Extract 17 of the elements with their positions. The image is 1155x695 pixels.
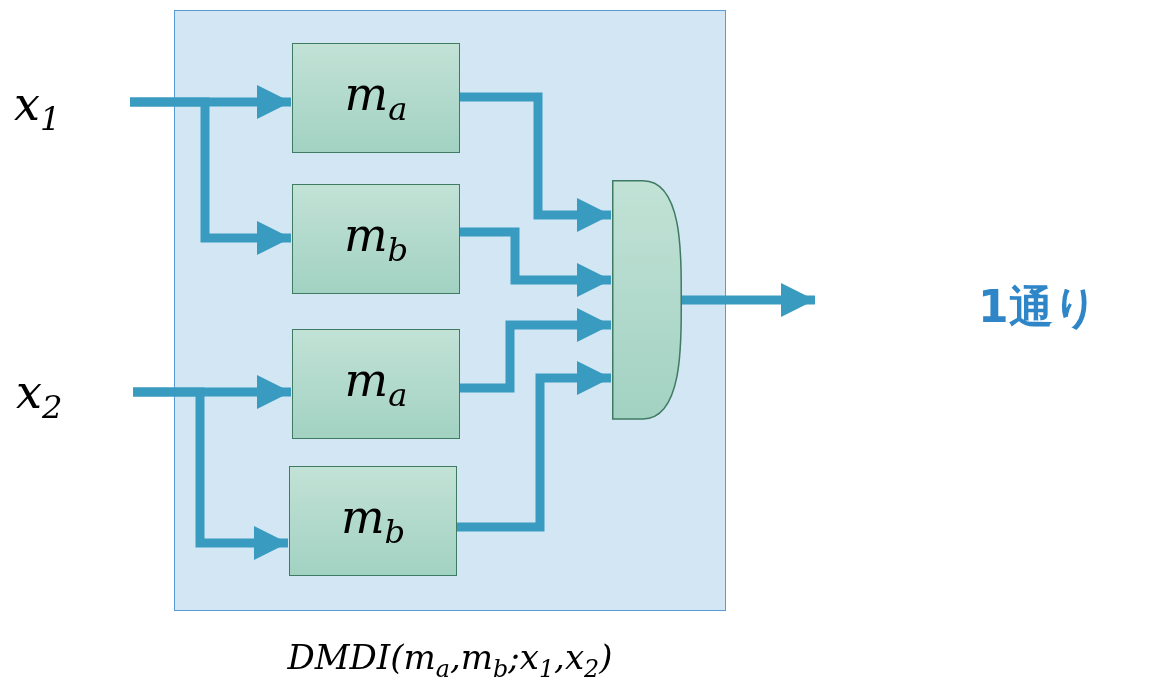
arrow — [133, 387, 288, 560]
arrow — [459, 308, 611, 393]
arrow — [130, 97, 291, 255]
process-box: m$_{a}$ — [292, 329, 460, 439]
process-box: m$_{b}$ — [289, 466, 457, 576]
arrow — [456, 361, 611, 532]
process-box: m$_{a}$ — [292, 43, 460, 153]
combiner-gate — [612, 180, 682, 420]
module-label: DMDI(m$_{a}$,m$_{b}$;x$_{1}$,x$_{2}$) — [286, 637, 614, 683]
arrow — [459, 92, 611, 232]
result-label: 1通り — [978, 280, 1098, 334]
arrow — [459, 227, 611, 297]
module-box — [174, 10, 726, 611]
input-variable: x$_{2}$ — [16, 366, 133, 426]
process-box: m$_{b}$ — [292, 184, 460, 294]
input-variable: x$_{1}$ — [14, 78, 130, 138]
arrow — [681, 283, 815, 317]
